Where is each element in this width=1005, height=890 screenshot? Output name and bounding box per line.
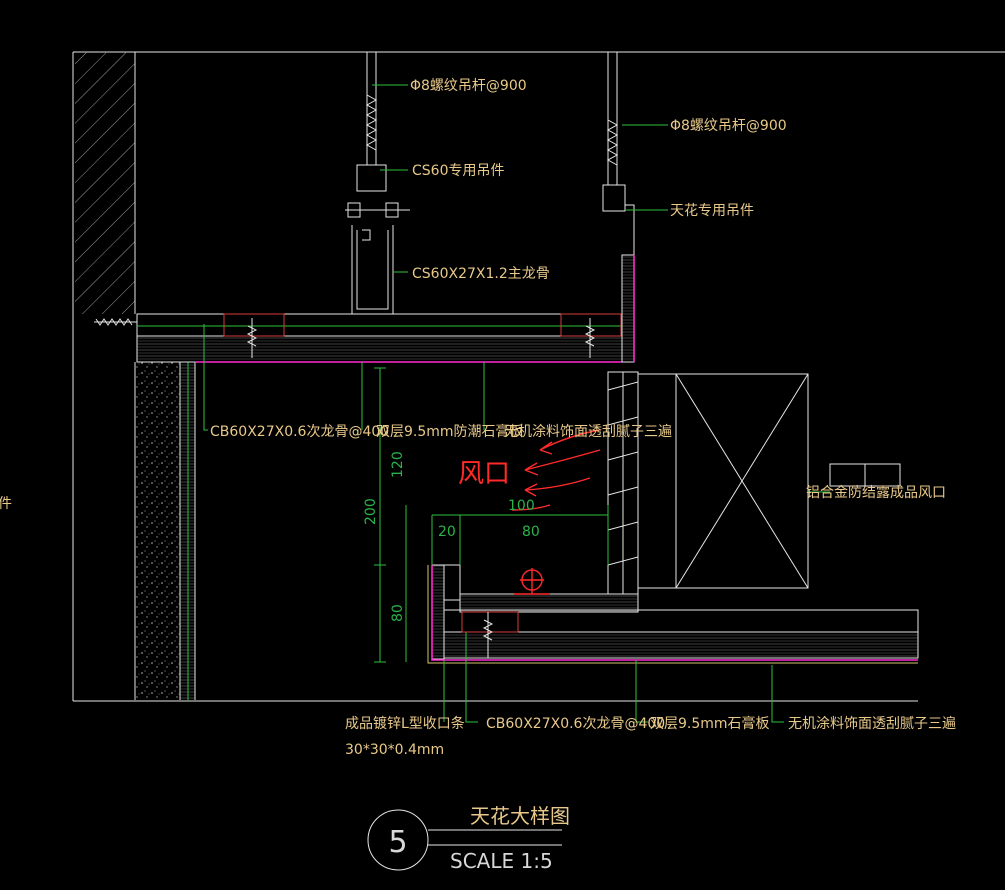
label-rod-right: Φ8螺纹吊杆@900: [670, 118, 787, 134]
title-block: 5 天花大样图 SCALE 1:5: [367, 804, 570, 873]
dim-100: 100: [508, 498, 535, 514]
label-ceiling-hanger: 天花专用吊件: [670, 203, 754, 219]
dimension-texts: 120 200 80 20 80 100: [363, 451, 540, 622]
airflow-arrows: [511, 429, 601, 511]
vent-grille: [607, 371, 901, 595]
leader-lines: [203, 84, 830, 723]
label-hanger-cs60: CS60专用吊件: [412, 163, 504, 179]
label-vent: 铝合金防结露成品风口: [806, 485, 946, 501]
wall-anchor-screw: [94, 318, 137, 326]
dim-200: 200: [363, 498, 379, 525]
label-rod-left: Φ8螺纹吊杆@900: [410, 78, 527, 94]
label-gypsum-bottom: 双层9.5mm石膏板: [650, 715, 770, 732]
label-edge-fragment: 件: [0, 496, 12, 512]
label-secondary-keel-top: CB60X27X0.6次龙骨@400: [210, 424, 389, 440]
right-vertical-board: [621, 254, 635, 363]
main-keel-channel: [351, 225, 394, 315]
drawing-frame: [72, 51, 1005, 702]
dim-80-horizontal: 80: [522, 524, 540, 540]
label-angle-strip-size: 30*30*0.4mm: [345, 742, 444, 758]
drawing-scale: SCALE 1:5: [450, 849, 553, 873]
label-paint-bottom: 无机涂料饰面透刮腻子三遍: [788, 716, 956, 732]
label-airflow: 风口: [458, 459, 510, 489]
dim-120: 120: [390, 451, 406, 478]
label-main-keel: CS60X27X1.2主龙骨: [412, 266, 550, 282]
dim-80-vertical: 80: [390, 604, 406, 622]
left-wall: [75, 52, 196, 700]
lower-ceiling-step: [427, 564, 919, 664]
label-secondary-keel-bottom: CB60X27X0.6次龙骨@400: [486, 716, 665, 732]
dimension-lines: [374, 367, 609, 663]
detail-number: 5: [388, 825, 407, 860]
label-paint-top: 无机涂料饰面透刮腻子三遍: [504, 424, 672, 440]
label-angle-strip: 成品镀锌L型收口条: [345, 715, 465, 732]
label-gypsum-top: 双层9.5mm防潮石膏板: [376, 423, 524, 440]
dim-20: 20: [438, 524, 456, 540]
hanger-rod-left: [345, 52, 410, 218]
annotations: Φ8螺纹吊杆@900 CS60专用吊件 CS60X27X1.2主龙骨 Φ8螺纹吊…: [0, 78, 956, 758]
drawing-title: 天花大样图: [470, 804, 570, 828]
sprinkler-symbol: [514, 568, 550, 595]
hanger-rod-right: [602, 52, 635, 255]
upper-ceiling-layers: [136, 313, 623, 363]
